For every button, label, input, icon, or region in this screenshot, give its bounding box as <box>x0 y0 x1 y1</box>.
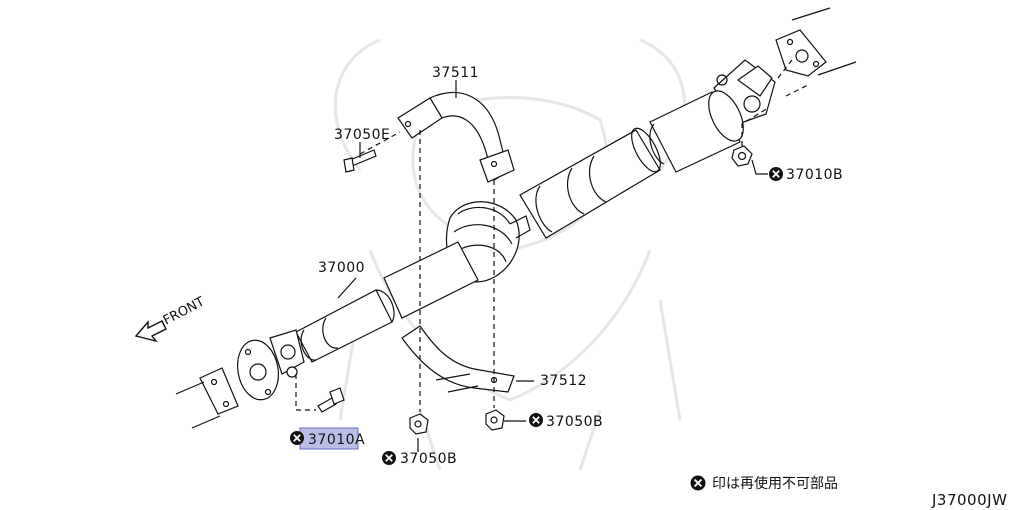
front-arrow-icon <box>134 320 167 343</box>
rear-tube <box>649 90 744 173</box>
nut-37050B-right <box>485 409 505 431</box>
front-tube <box>295 241 479 363</box>
x-circle-icon <box>690 475 706 491</box>
nut-37050B-bottom <box>409 413 429 435</box>
label-37000: 37000 <box>318 260 365 276</box>
legend-text: 印は再使用不可部品 <box>712 475 838 492</box>
bracket-37512 <box>401 325 515 393</box>
label-37050B-bottom: 37050B <box>400 451 457 467</box>
front-flange <box>237 339 279 401</box>
front-universal-joint <box>269 329 305 378</box>
label-37010B: 37010B <box>786 167 843 183</box>
front-label: FRONT <box>161 294 207 328</box>
label-37050E: 37050E <box>334 127 390 143</box>
leader-lines <box>337 80 768 452</box>
bracket-37511 <box>397 91 515 183</box>
legend: 印は再使用不可部品 <box>690 475 838 492</box>
x-circle-icon <box>290 431 304 445</box>
x-circle-icon <box>529 413 543 427</box>
transmission-flange <box>175 367 239 429</box>
bolt-37050E <box>343 149 377 173</box>
label-37050B-right: 37050B <box>546 414 603 430</box>
diagram-code: J37000JW <box>931 491 1007 509</box>
assembly-guides <box>295 59 811 412</box>
label-37511: 37511 <box>432 65 479 81</box>
front-direction-indicator: FRONT <box>134 294 207 343</box>
label-37010A: 37010A <box>308 432 365 448</box>
bolt-37010A <box>317 387 345 413</box>
center-tube <box>519 127 661 239</box>
label-37512: 37512 <box>540 373 587 389</box>
rear-flange <box>775 7 857 77</box>
nut-37010B <box>731 145 753 167</box>
x-circle-icon <box>382 451 396 465</box>
rear-universal-joint <box>713 59 776 125</box>
x-circle-icon <box>769 167 783 181</box>
